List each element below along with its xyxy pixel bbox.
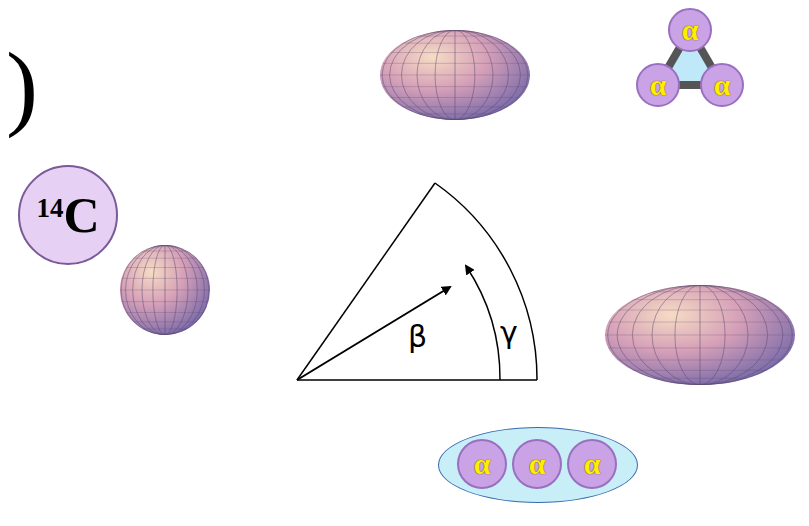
alpha-symbol: α [682, 15, 699, 45]
element-symbol: C [63, 190, 99, 240]
gamma-arrow [466, 266, 500, 380]
alpha-symbol: α [474, 449, 491, 479]
alpha-symbol: α [714, 70, 731, 100]
alpha-cluster: α [700, 63, 744, 107]
mass-number: 14 [36, 195, 63, 222]
bond-line [700, 47, 712, 67]
beta-symbol: β [408, 322, 427, 352]
beta-arrow [297, 287, 450, 380]
alpha-cluster: α [512, 439, 562, 489]
spheroid-shape [120, 245, 210, 335]
nucleus-circle: 14C [18, 165, 118, 265]
bond-line [668, 47, 680, 67]
deformation-sector [297, 183, 537, 380]
formula-parenthesis: ) [6, 38, 38, 134]
alpha-cluster: α [636, 63, 680, 107]
gamma-symbol: γ [500, 318, 518, 348]
bond-line [678, 81, 702, 89]
alpha-cluster: α [457, 439, 507, 489]
alpha-symbol: α [650, 70, 667, 100]
spheroid-shape [605, 285, 795, 385]
alpha-cluster: α [567, 439, 617, 489]
alpha-symbol: α [529, 449, 546, 479]
spheroid-shape [380, 30, 530, 120]
chain-band: ααα [438, 427, 638, 503]
alpha-symbol: α [584, 449, 601, 479]
alpha-cluster: α [668, 8, 712, 52]
